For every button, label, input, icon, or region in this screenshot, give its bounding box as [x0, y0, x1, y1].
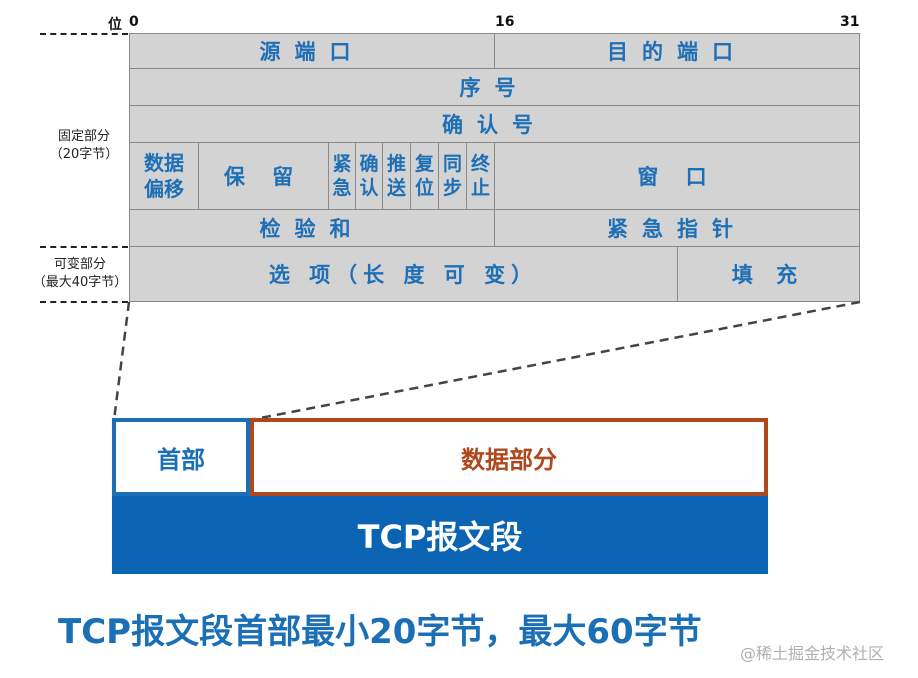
field-data-offset: 数据 偏移: [129, 142, 199, 210]
right-expansion-line: [249, 300, 861, 422]
flag-syn-line-2: 步: [442, 177, 462, 199]
bit-31-label: 31: [840, 14, 860, 30]
field-options: 选 项（长 度 可 变）: [129, 246, 678, 302]
fixed-bottom-dash: [40, 246, 128, 248]
flag-ack-line-1: 确: [359, 153, 379, 175]
flag-psh-line-1: 推: [386, 153, 406, 175]
fixed-top-dash: [40, 33, 128, 35]
variable-part-label: 可变部分 （最大40字节）: [30, 256, 130, 292]
bit-16-label: 16: [495, 14, 515, 30]
flag-fin-line-2: 止: [470, 177, 490, 199]
field-window: 窗 口: [494, 142, 860, 210]
data-offset-line-2: 偏移: [144, 177, 184, 201]
bit-label: 位: [108, 17, 122, 33]
flag-urg-line-2: 急: [332, 177, 352, 199]
fixed-part-label: 固定部分 （20字节）: [40, 128, 128, 164]
flag-urg-line-1: 紧: [332, 153, 352, 175]
flag-psh: 推 送: [382, 142, 411, 210]
flag-rst-line-1: 复: [414, 153, 434, 175]
variable-bottom-dash: [40, 301, 128, 303]
fixed-part-line-1: 固定部分: [57, 129, 110, 144]
field-urgent-pointer: 紧急指针: [494, 209, 860, 247]
field-reserved: 保 留: [198, 142, 329, 210]
flag-psh-line-2: 送: [386, 177, 406, 199]
fixed-part-line-2: （20字节）: [49, 147, 119, 162]
field-source-port: 源端口: [129, 33, 495, 69]
data-offset-line-1: 数据: [144, 151, 184, 175]
field-ack-number: 确认号: [129, 105, 860, 143]
bit-0-label: 0: [129, 14, 139, 30]
variable-part-line-1: 可变部分: [53, 257, 106, 272]
tcp-segment-bar: TCP报文段: [112, 496, 768, 574]
flag-syn: 同 步: [438, 142, 467, 210]
variable-part-line-2: （最大40字节）: [32, 275, 128, 290]
field-checksum: 检验和: [129, 209, 495, 247]
field-padding: 填 充: [677, 246, 860, 302]
flag-rst-line-2: 位: [414, 177, 434, 199]
segment-data-box: 数据部分: [250, 418, 768, 496]
flag-syn-line-1: 同: [442, 153, 462, 175]
segment-header-box: 首部: [112, 418, 250, 496]
left-expansion-line: [112, 301, 131, 421]
watermark: @稀土掘金技术社区: [740, 644, 885, 663]
flag-ack-line-2: 认: [359, 177, 379, 199]
caption: TCP报文段首部最小20字节，最大60字节: [58, 612, 702, 652]
field-sequence-number: 序号: [129, 68, 860, 106]
flag-fin-line-1: 终: [470, 153, 490, 175]
